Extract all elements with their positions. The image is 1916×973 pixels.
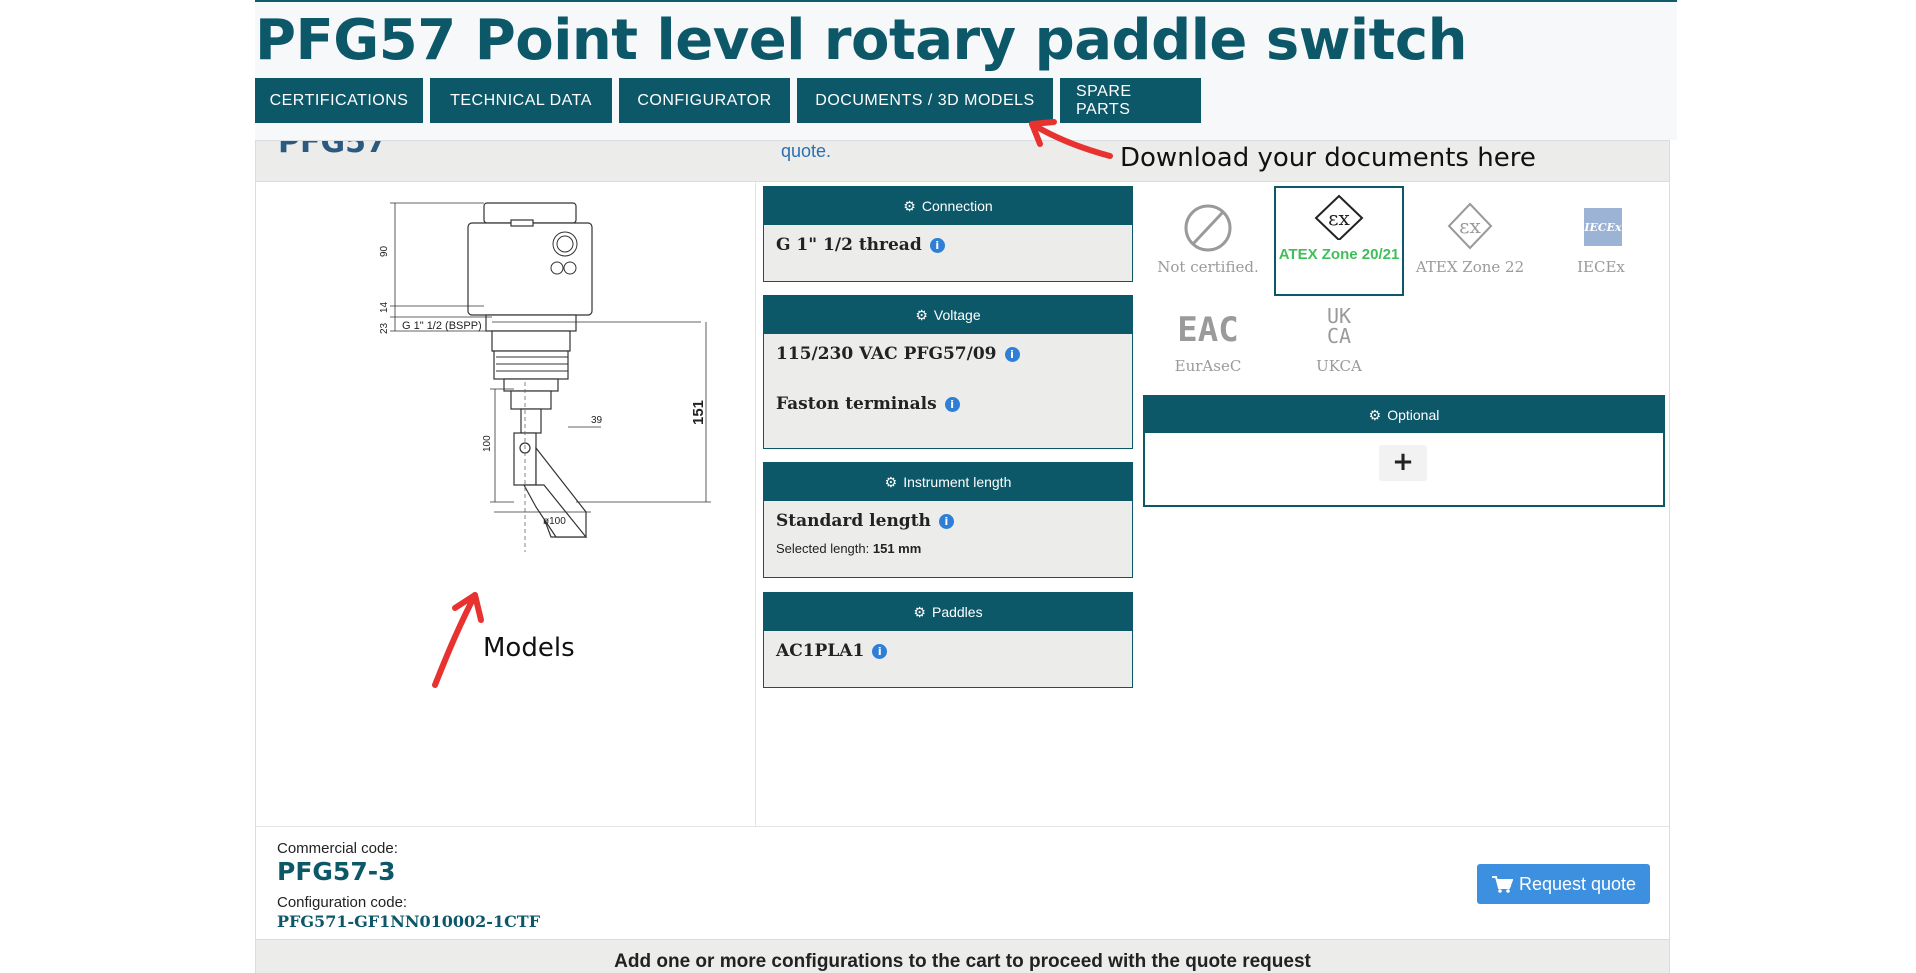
info-icon[interactable]: i (1004, 346, 1020, 362)
page-title: PFG57 Point level rotary paddle switch (255, 8, 1467, 73)
selected-length: Selected length: 151 mm (776, 541, 1120, 556)
svg-text:εx: εx (1459, 214, 1481, 238)
ex-icon: εx (1314, 194, 1364, 242)
commercial-code-label: Commercial code: (277, 840, 398, 857)
configuration-summary: Commercial code: PFG57-3 Configuration c… (256, 826, 1669, 941)
cert-atex-zone-20-21[interactable]: εx ATEX Zone 20/21 (1274, 186, 1404, 296)
voltage-title: Voltage (933, 307, 981, 323)
cert-label: UKCA (1316, 357, 1362, 375)
info-icon[interactable]: i (938, 513, 954, 529)
dim-39: 39 (591, 415, 603, 426)
model-drawing-area: 90 14 23 G 1" 1/2 (BSPP) 151 39 100 ø100 (256, 182, 756, 827)
selected-length-label: Selected length: (776, 541, 870, 556)
commercial-code: PFG57-3 (277, 857, 396, 886)
tab-configurator[interactable]: CONFIGURATOR (619, 78, 790, 123)
page-header: PFG57 Point level rotary paddle switch C… (255, 0, 1677, 140)
tab-documents-3d-models[interactable]: DOCUMENTS / 3D MODELS (797, 78, 1053, 123)
cert-iecex[interactable]: IECEx IECEx (1536, 186, 1666, 296)
arrow-to-documents-icon (1029, 119, 1113, 159)
cert-eurasec[interactable]: EAC EurAseC (1143, 297, 1273, 387)
paddles-option[interactable]: AC1PLA1 i (776, 641, 1120, 661)
gear-icon: ⚙ (884, 473, 898, 490)
paddles-card: ⚙ Paddles AC1PLA1 i (763, 592, 1133, 688)
connection-value: G 1" 1/2 thread (776, 235, 922, 255)
connection-title: Connection (921, 198, 993, 214)
iecex-icon: IECEx (1583, 208, 1622, 246)
info-icon[interactable]: i (872, 643, 888, 659)
gear-icon: ⚙ (1368, 406, 1382, 423)
paddles-value: AC1PLA1 (776, 641, 865, 661)
add-optional-button[interactable]: + (1379, 445, 1427, 481)
dim-d100: ø100 (543, 516, 566, 527)
tab-spare-parts[interactable]: SPARE PARTS (1060, 78, 1201, 123)
dim-100: 100 (482, 435, 493, 452)
cart-message: Add one or more configurations to the ca… (256, 939, 1669, 973)
info-icon[interactable]: i (929, 237, 945, 253)
info-icon[interactable]: i (944, 396, 960, 412)
cart-icon (1491, 876, 1513, 893)
connection-option[interactable]: G 1" 1/2 thread i (776, 235, 1120, 255)
optional-card-header[interactable]: ⚙ Optional (1145, 397, 1663, 433)
svg-text:εx: εx (1328, 206, 1350, 230)
voltage-value-2: Faston terminals (776, 394, 937, 414)
thread-label: G 1" 1/2 (BSPP) (402, 320, 482, 332)
configuration-code-label: Configuration code: (277, 894, 408, 911)
certifications-grid: Not certified. εx ATEX Zone 20/21 εx ATE… (1143, 186, 1668, 386)
prohibited-icon (1184, 204, 1232, 252)
cert-label: Not certified. (1157, 258, 1259, 276)
nav-tabs: CERTIFICATIONS TECHNICAL DATA CONFIGURAT… (255, 78, 1201, 123)
dim-23: 23 (379, 322, 390, 334)
voltage-card: ⚙ Voltage 115/230 VAC PFG57/09 i Faston … (763, 295, 1133, 449)
ukca-icon: UK CA (1327, 304, 1351, 348)
instrument-length-title: Instrument length (903, 474, 1012, 490)
selected-length-value: 151 mm (872, 541, 922, 556)
gear-icon: ⚙ (903, 197, 916, 214)
paddles-card-header[interactable]: ⚙ Paddles (764, 593, 1132, 631)
request-quote-label: Request quote (1518, 873, 1637, 894)
arrow-to-models-icon (432, 592, 484, 688)
instrument-length-card: ⚙ Instrument length Standard length i Se… (763, 462, 1133, 578)
voltage-card-header[interactable]: ⚙ Voltage (764, 296, 1132, 334)
cert-label: IECEx (1577, 258, 1625, 276)
svg-text:CA: CA (1327, 324, 1351, 348)
optional-title: Optional (1387, 407, 1440, 423)
tab-certifications[interactable]: CERTIFICATIONS (255, 78, 423, 123)
cert-label: ATEX Zone 22 (1415, 258, 1525, 276)
panel-header-strip: PFG57 quote. (256, 141, 1669, 182)
instrument-length-option[interactable]: Standard length i (776, 511, 1120, 531)
svg-text:UK: UK (1327, 304, 1351, 328)
dim-14: 14 (379, 301, 390, 313)
gear-icon: ⚙ (913, 603, 926, 620)
cert-label: ATEX Zone 20/21 (1278, 246, 1400, 263)
dim-90: 90 (379, 245, 390, 257)
svg-text:IECEx: IECEx (1583, 221, 1622, 234)
connection-card-header[interactable]: ⚙ Connection (764, 187, 1132, 225)
strip-logo-fragment: PFG57 (278, 141, 387, 160)
voltage-option[interactable]: 115/230 VAC PFG57/09 i (776, 344, 1120, 364)
annotation-documents: Download your documents here (1120, 143, 1536, 173)
eac-icon: EAC (1177, 310, 1238, 350)
cert-ukca[interactable]: UK CA UKCA (1274, 297, 1404, 387)
ex-icon: εx (1447, 202, 1493, 250)
voltage-option-2[interactable]: Faston terminals i (776, 394, 1120, 414)
connection-card: ⚙ Connection G 1" 1/2 thread i (763, 186, 1133, 282)
instrument-length-value: Standard length (776, 511, 931, 531)
cert-label: EurAseC (1174, 357, 1242, 375)
instrument-length-card-header[interactable]: ⚙ Instrument length (764, 463, 1132, 501)
tab-technical-data[interactable]: TECHNICAL DATA (430, 78, 612, 123)
dim-151: 151 (690, 400, 707, 425)
strip-text: quote. (781, 141, 832, 161)
cert-atex-zone-22[interactable]: εx ATEX Zone 22 (1405, 186, 1535, 296)
gear-icon: ⚙ (915, 306, 928, 323)
paddles-title: Paddles (931, 604, 983, 620)
voltage-value: 115/230 VAC PFG57/09 (776, 344, 997, 364)
svg-text:EAC: EAC (1177, 310, 1238, 350)
annotation-models: Models (483, 633, 575, 663)
configuration-code: PFG571-GF1NN010002-1CTF (277, 912, 541, 931)
cert-not-certified[interactable]: Not certified. (1143, 186, 1273, 296)
configurator-panel: PFG57 quote. (255, 140, 1670, 973)
technical-drawing[interactable]: 90 14 23 G 1" 1/2 (BSPP) 151 39 100 ø100 (256, 182, 756, 827)
optional-card: ⚙ Optional + (1143, 395, 1665, 507)
request-quote-button[interactable]: Request quote (1477, 864, 1650, 904)
